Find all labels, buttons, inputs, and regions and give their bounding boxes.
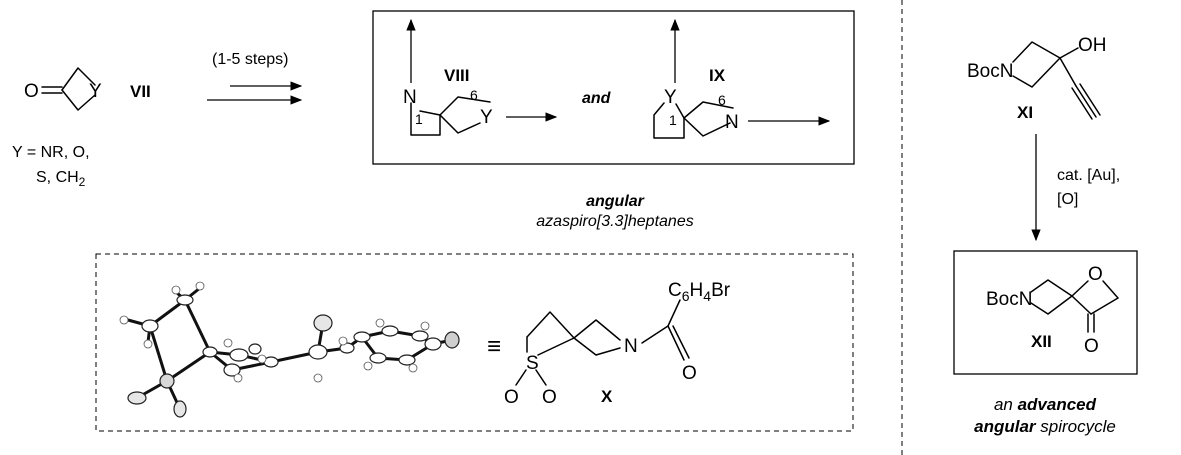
compound-xii: BocN O O XII xyxy=(986,264,1119,357)
ortep-structure-image xyxy=(119,281,460,418)
caption-angular: angular xyxy=(586,193,645,210)
caption-spirocycle: angular spirocycle xyxy=(974,417,1116,436)
compound-label-vii: VII xyxy=(130,82,151,101)
ix-num-1: 1 xyxy=(669,112,677,128)
x-atom-o1: O xyxy=(504,387,519,408)
connector-and: and xyxy=(582,90,612,107)
au-condition-line1: cat. [Au], xyxy=(1057,167,1120,184)
x-atom-s: S xyxy=(526,353,539,374)
viii-num-6: 6 xyxy=(470,87,478,103)
x-atom-n: N xyxy=(624,336,638,357)
ix-atom-n: N xyxy=(725,112,739,133)
arrow1-condition: (1-5 steps) xyxy=(212,51,288,68)
xii-box xyxy=(953,250,1138,375)
x-atom-o3: O xyxy=(682,363,697,384)
compound-xi: BocN OH XI xyxy=(967,35,1107,122)
atom-y: Y xyxy=(89,81,102,102)
x-atom-o2: O xyxy=(542,387,557,408)
xii-atom-o-ring: O xyxy=(1088,264,1103,285)
compound-label-viii: VIII xyxy=(444,66,470,85)
compound-label-xii: XII xyxy=(1031,332,1052,351)
ix-atom-y: Y xyxy=(664,87,677,108)
y-definition-line2: S, CH2 xyxy=(36,169,86,189)
xii-bocn: BocN xyxy=(986,289,1032,310)
compound-label-xi: XI xyxy=(1017,103,1033,122)
xi-bocn: BocN xyxy=(967,61,1013,82)
caption-azaspiro: azaspiro[3.3]heptanes xyxy=(536,213,693,230)
compound-ix: Y 1 6 N IX xyxy=(653,18,739,139)
atom-o: O xyxy=(24,81,39,102)
viii-atom-n: N xyxy=(403,87,417,108)
ix-num-6: 6 xyxy=(718,92,726,108)
crystal-structure-box xyxy=(95,253,854,432)
angular-box xyxy=(372,10,855,165)
viii-num-1: 1 xyxy=(415,111,423,127)
au-condition-line2: [O] xyxy=(1057,191,1078,208)
compound-viii: N 1 6 Y VIII xyxy=(403,18,493,136)
x-substituent: C6H4Br xyxy=(668,280,731,304)
caption-advanced: an advanced xyxy=(994,395,1097,414)
equivalence-symbol: ≡ xyxy=(487,333,501,360)
compound-label-ix: IX xyxy=(709,66,726,85)
xii-atom-o-keto: O xyxy=(1084,336,1099,357)
y-definition-line1: Y = NR, O, xyxy=(12,144,90,161)
xi-oh: OH xyxy=(1078,35,1107,56)
compound-vii: O Y VII xyxy=(24,67,151,111)
compound-x: S O O N O C6H4Br X xyxy=(504,280,731,408)
viii-atom-y: Y xyxy=(480,107,493,128)
compound-label-x: X xyxy=(601,387,613,406)
